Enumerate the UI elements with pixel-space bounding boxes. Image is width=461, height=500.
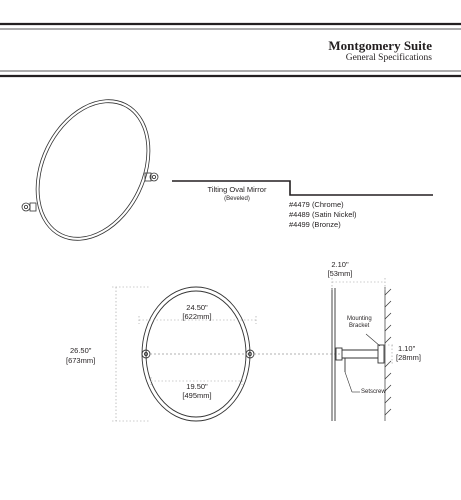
dim-top-width-mm: [622mm] xyxy=(182,312,212,321)
dim-depth-mm: [53mm] xyxy=(327,269,353,278)
callout-setscrew: Setscrew xyxy=(361,389,386,395)
dim-depth: 2.10" xyxy=(331,260,349,269)
callout-mounting: Mounting xyxy=(347,316,372,322)
page-title: Montgomery Suite xyxy=(328,38,432,53)
left-bracket-icon xyxy=(21,202,37,212)
mirror-perspective-view xyxy=(21,99,159,241)
page-subtitle: General Specifications xyxy=(345,53,432,63)
sku-bronze: #4499 (Bronze) xyxy=(289,220,341,229)
callout-pointers xyxy=(344,333,381,393)
dim-bracket-mm: [28mm] xyxy=(396,353,422,362)
dim-bottom-width-mm: [495mm] xyxy=(182,391,212,400)
dim-top-width: 24.50" xyxy=(186,303,208,312)
header-rules xyxy=(0,22,461,78)
sku-satin-nickel: #4489 (Satin Nickel) xyxy=(289,210,357,219)
right-bracket-icon xyxy=(144,172,159,182)
mirror-side-view xyxy=(331,288,385,421)
dimension-lines xyxy=(112,286,257,422)
callout-bracket: Bracket xyxy=(349,323,370,329)
product-note: (Beveled) xyxy=(224,196,250,202)
sku-chrome: #4479 (Chrome) xyxy=(289,200,344,209)
dim-height-mm: [673mm] xyxy=(66,356,96,365)
wall-hatch xyxy=(384,287,392,421)
dim-height: 26.50" xyxy=(70,346,92,355)
callout-leader xyxy=(172,180,433,196)
side-dimension-lines xyxy=(331,278,395,364)
product-name: Tilting Oval Mirror xyxy=(207,185,267,194)
dim-bracket: 1.10" xyxy=(398,344,416,353)
dim-bottom-width: 19.50" xyxy=(186,382,208,391)
